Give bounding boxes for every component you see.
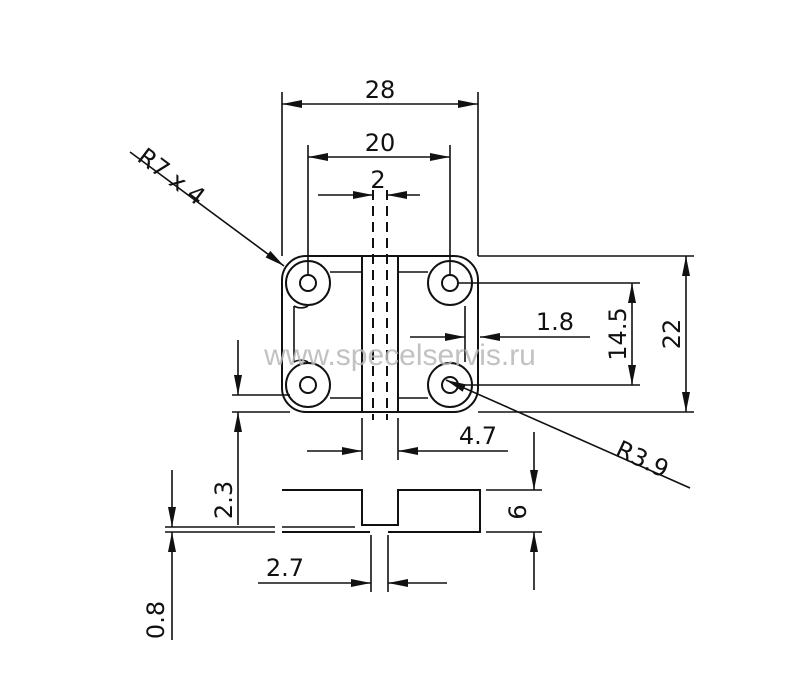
- dim-label: 2.7: [266, 554, 304, 582]
- left-leaf-recess: [293, 271, 362, 399]
- dim-label: 2.3: [210, 481, 238, 519]
- hinge-side-view: [165, 489, 481, 533]
- dim-corner-radius: R7 x 4: [129, 142, 285, 267]
- dim-label: 6: [504, 504, 532, 519]
- dim-label: 28: [365, 76, 396, 104]
- dim-20: 20: [307, 129, 451, 275]
- dim-6: 6: [486, 432, 542, 590]
- dim-14-5: 14.5: [458, 282, 640, 386]
- dim-label: 1.8: [536, 308, 574, 336]
- dim-22: 22: [478, 255, 694, 413]
- dim-2-7: 2.7: [258, 535, 447, 592]
- dim-label: 14.5: [604, 307, 632, 360]
- dim-label: 20: [365, 129, 396, 157]
- dim-label: 22: [658, 319, 686, 350]
- dim-label: R7 x 4: [132, 142, 210, 211]
- dim-label: 2: [370, 166, 385, 194]
- dim-28: 28: [281, 76, 479, 256]
- dim-1-8: 1.8: [410, 308, 590, 341]
- dim-label: 4.7: [459, 422, 497, 450]
- dim-4-7: 4.7: [307, 418, 508, 460]
- watermark: www.specelservis.ru: [263, 339, 536, 372]
- dim-label: R3.9: [611, 435, 673, 484]
- plate-outline: [281, 255, 479, 413]
- right-leaf-recess: [398, 271, 466, 399]
- dim-2-3: 2.3: [210, 340, 290, 525]
- dim-label: 0.8: [142, 601, 170, 639]
- side-profile: [282, 489, 481, 533]
- hinge-top-view: [281, 190, 479, 420]
- dim-2: 2: [318, 166, 420, 199]
- dim-0-8: 0.8: [142, 470, 176, 640]
- mounting-holes: [285, 260, 473, 408]
